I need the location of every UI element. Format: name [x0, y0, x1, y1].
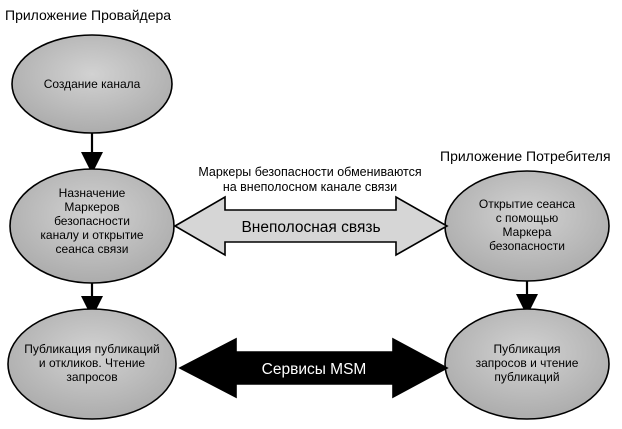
provider-title: Приложение Провайдера — [5, 7, 171, 23]
consumer-node-open-session: Открытие сеанса с помощью Маркера безопа… — [444, 170, 610, 282]
oob-label: Внеполосная связь — [241, 219, 380, 236]
node-label-line: Маркеров — [64, 200, 119, 214]
node-label-line: Публикация публикаций — [24, 342, 160, 356]
provider-node-create-channel: Создание канала — [11, 34, 173, 134]
node-label-line: Публикация — [493, 342, 560, 356]
node-label-line: с помощью — [496, 211, 559, 225]
node-label-line: Открытие сеанса — [479, 197, 576, 211]
oob-note-line: Маркеры безопасности обмениваются — [198, 165, 421, 179]
node-label-line: запросов и чтение — [476, 356, 579, 370]
oob-double-arrow: Внеполосная связь — [173, 195, 449, 257]
msm-label: Сервисы MSM — [262, 361, 367, 378]
node-label-line: каналу и открытие — [40, 228, 144, 242]
oob-note-line: на внеполосном канале связи — [223, 180, 397, 194]
node-label-line: Назначение — [59, 186, 126, 200]
node-label: Создание канала — [44, 77, 141, 91]
node-label-line: публикаций — [494, 370, 559, 384]
node-label-line: запросов — [66, 370, 117, 384]
msm-double-arrow: Сервисы MSM — [178, 337, 449, 399]
provider-node-assign-tokens: Назначение Маркеров безопасности каналу … — [9, 168, 175, 284]
node-label-line: Маркера — [503, 225, 552, 239]
node-label-line: и откликов. Чтение — [39, 356, 145, 370]
node-label-line: безопасности — [489, 239, 565, 253]
consumer-title: Приложение Потребителя — [440, 148, 611, 164]
node-label-line: безопасности — [54, 214, 130, 228]
consumer-node-publish-requests: Публикация запросов и чтение публикаций — [444, 308, 610, 420]
provider-node-publish: Публикация публикаций и откликов. Чтение… — [7, 308, 177, 420]
node-label-line: сеанса связи — [56, 242, 129, 256]
